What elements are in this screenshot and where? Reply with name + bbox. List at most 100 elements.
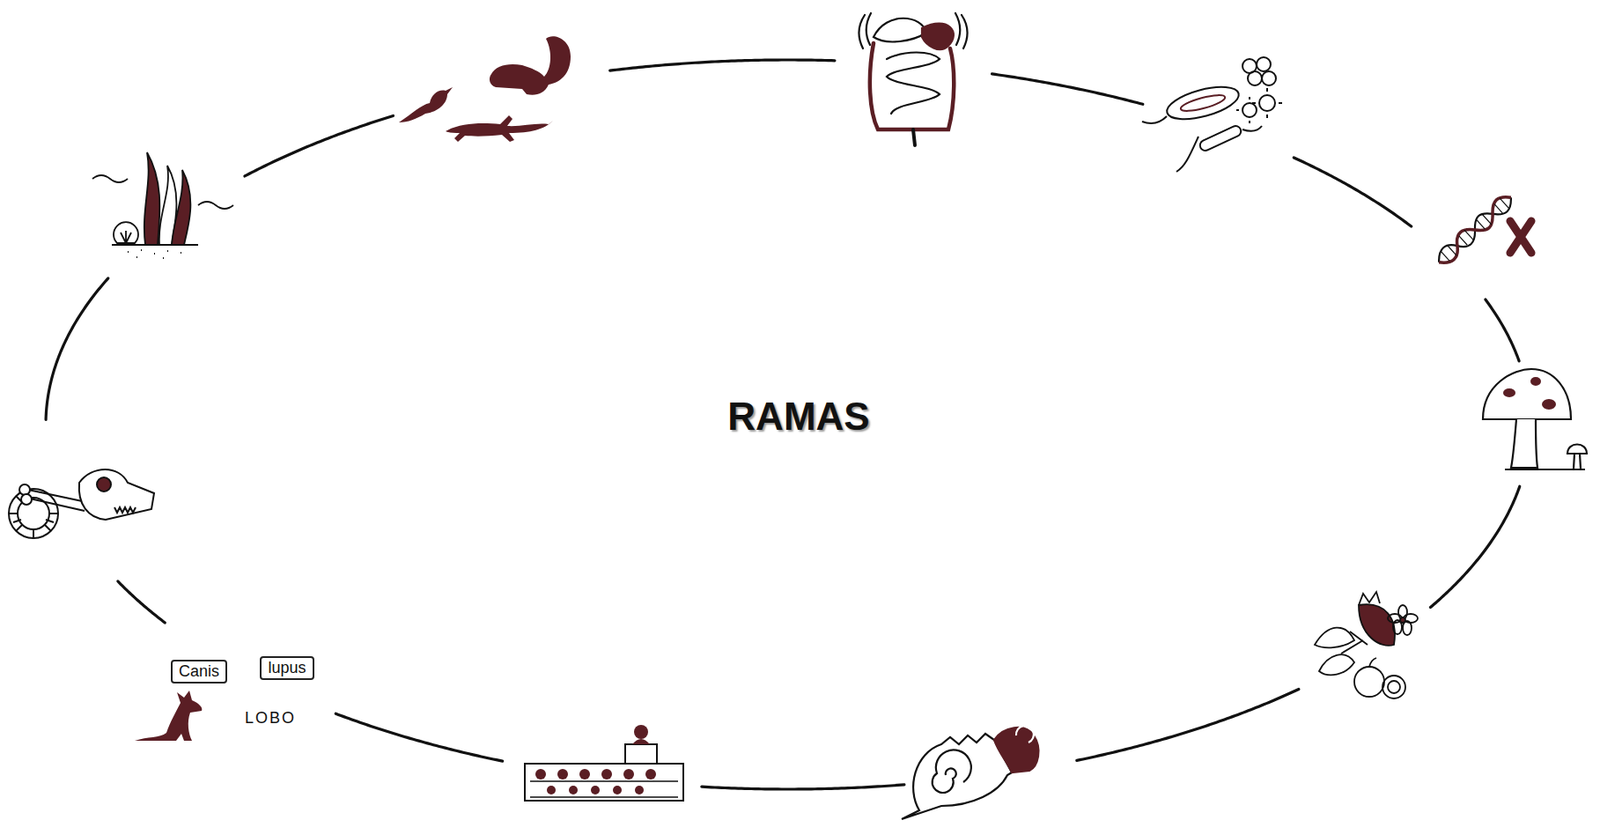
coccus [1256,57,1271,72]
dna-strand [1433,191,1517,269]
animal-icon [398,36,571,142]
ring-segment [1293,157,1411,227]
audience-area [524,763,684,801]
cap-spot [1503,388,1516,398]
fruit-cut [1387,680,1401,694]
head-curl [1016,725,1034,743]
virus [1259,95,1276,111]
flower [1387,604,1418,635]
ring-segment [45,278,109,421]
head [535,768,546,780]
head [546,785,556,795]
common-name: LOBO [244,708,296,728]
chameleon-icon [901,725,1039,819]
skull-outline [79,469,155,520]
center-title: RAMAS [727,394,870,439]
skull-eye [96,477,111,492]
coccus [1261,71,1276,86]
skull-teeth [114,507,136,513]
small-stem [1573,453,1581,469]
ring-segment [244,115,394,176]
ring-segment [117,581,165,623]
dna-rungs [1440,198,1510,262]
bone-end [19,484,30,495]
liver-outline [873,18,927,43]
leaf [1358,604,1395,646]
fungi-icon [1482,368,1587,470]
bacterium-body [1164,81,1243,126]
lectern [625,744,657,764]
squirrel-silhouette [489,36,571,95]
tail-spiral [932,749,972,793]
box-text: lupus [267,658,306,677]
virus [1242,103,1257,118]
ammonite [8,488,59,539]
flagellum [1142,116,1199,172]
classroom-icon [524,724,684,801]
stomach-shape [921,23,954,50]
ring-segment [701,784,905,789]
leaf [1314,627,1355,649]
cap-spot [1541,398,1556,410]
flower-center [1400,617,1406,623]
head [557,768,568,780]
ring-segment [1076,689,1299,761]
bone-shaft [28,489,87,511]
mushroom-cap [1482,368,1571,420]
bird-silhouette [398,87,453,123]
head [601,768,612,780]
marine-icon [92,152,234,259]
fruit [1382,675,1406,699]
sand-dots [127,250,182,259]
ring-segment [1430,486,1519,607]
ground-line [1504,468,1586,471]
seaweed [171,169,191,245]
genetics-icon [1433,191,1532,269]
stems [1341,631,1368,654]
head [590,785,600,795]
shell [113,221,139,244]
mushroom-stem [1511,419,1538,468]
head [634,785,644,795]
ring-segment [610,59,835,71]
fossil-icon [8,469,155,539]
rectum-line [913,129,915,146]
chromosome-x [1510,221,1532,253]
cap-spot [1530,376,1542,386]
lizard-silhouette [445,115,553,142]
bacterium-core [1179,91,1226,114]
anatomy-icon [858,13,967,146]
desk-rows [530,781,679,797]
flagellum [1242,125,1262,132]
ring-segment [1485,299,1519,362]
fruit-stalk [1369,657,1377,667]
sand-line [111,243,199,246]
colon-outline [870,43,954,130]
speaker [634,724,649,739]
ring-segment [335,713,502,761]
chameleon-body [901,733,1012,819]
head [579,768,590,780]
head [568,785,578,795]
bone-end [21,494,32,505]
dna-strand [1433,191,1517,269]
seaweed [144,152,161,245]
wolf-silhouette [134,690,202,741]
water-waves [92,175,234,209]
coccus [1247,71,1262,86]
speaker-body [632,738,650,745]
leaf [1319,654,1355,675]
leaf-edge [1358,591,1380,605]
head [645,768,657,780]
head [623,768,635,780]
rod-bacterium [1198,124,1243,153]
plant-icon [1314,591,1418,699]
head [612,785,622,795]
small-intestine [886,52,940,115]
small-cap [1567,444,1587,455]
ammonite-ridges [8,495,59,539]
name-box: Canis [170,659,228,684]
fruit [1354,666,1385,697]
name-box: lupus [259,656,314,680]
box-text: Canis [178,662,220,680]
